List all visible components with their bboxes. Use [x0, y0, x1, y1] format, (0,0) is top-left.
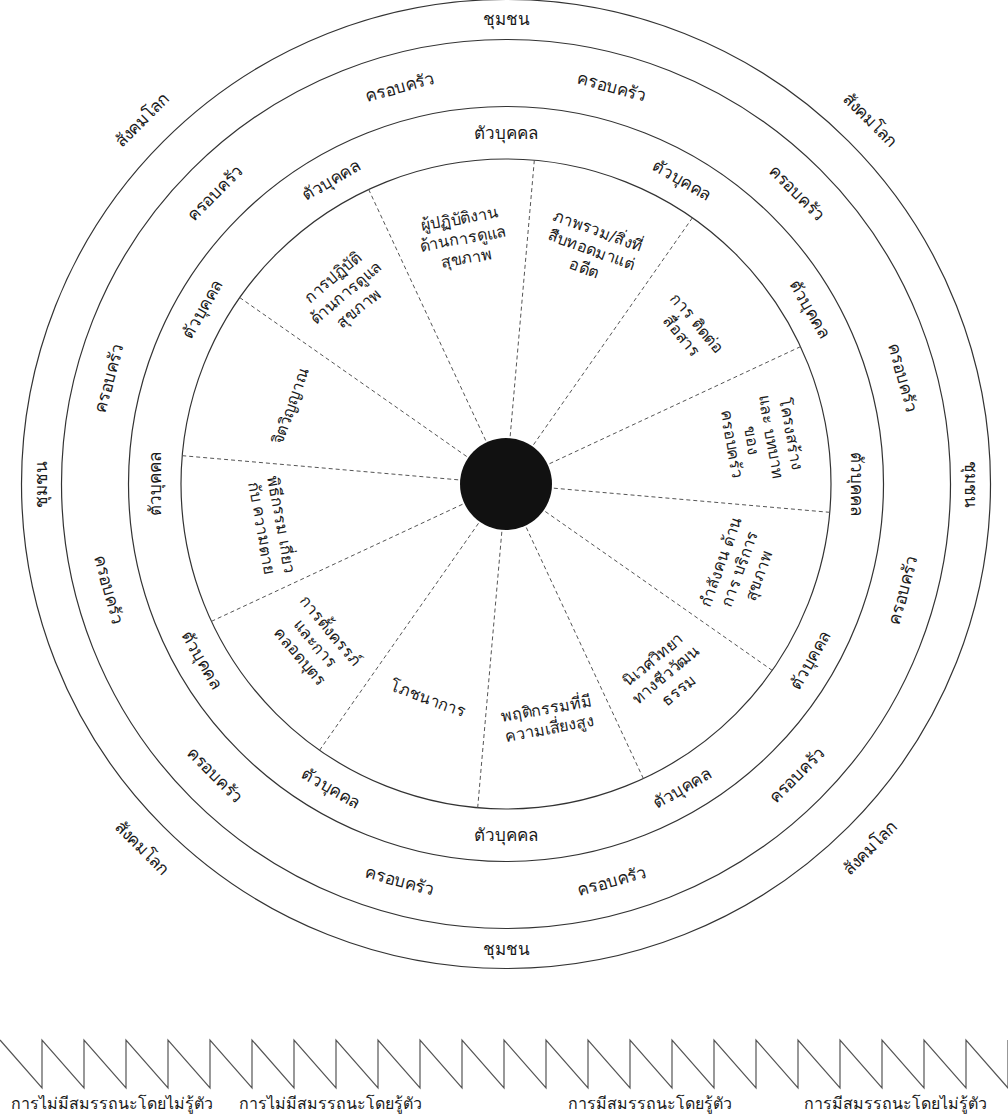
ring-circle [129, 107, 884, 862]
ring-label: ครอบครัว [183, 161, 248, 226]
competence-zigzag [0, 1040, 1008, 1088]
domain-sector: พฤติกรรมที่มี ความเสี่ยงสูง [492, 689, 602, 750]
society-label: สังคมโลก [110, 816, 173, 879]
sector-divider [510, 160, 534, 436]
domain-label: การตั้งครรภ์ และการ คลอดบุตร [260, 587, 370, 702]
ring-band: ครอบครัวครอบครัวครอบครัวครอบครัวครอบครัว… [61, 39, 951, 929]
domain-label: พิธีกรรม เกี่ยวกับ ความตาย [242, 473, 299, 578]
society-label: สังคมโลก [838, 88, 901, 151]
domain-label: การปฏิบัติ ด้านการดูแล สุขภาพ [288, 238, 403, 348]
ring-band: ชุมชนชุมชนชุมชนชุมชนครอบครัวครอบครัวครอบ… [21, 0, 991, 969]
society-label: สังคมโลก [110, 88, 173, 151]
domain-sector: ภาพรวม/สิ่งที่ สืบทอดมาแต่ อดีต [531, 202, 651, 298]
ring-label: ครอบครัว [764, 742, 829, 807]
ring-label: ชุมชน [483, 9, 530, 29]
ring-label: ครอบครัว [183, 742, 248, 807]
domain-label: โครงสร้างและ บทบาทของ ครอบครัว [713, 383, 809, 495]
ring-label: ครอบครัว [90, 341, 128, 415]
sector-divider [478, 532, 502, 808]
domain-label: ผู้ปฏิบัติงาน ด้านการดูแล สุขภาพ [408, 200, 517, 276]
ring-circle [62, 40, 951, 929]
ring-label: ครอบครัว [884, 553, 922, 627]
domain-label: กำลังคน ด้านการ บริการ สุขภาพ [695, 512, 786, 626]
domain-sector: การปฏิบัติ ด้านการดูแล สุขภาพ [285, 235, 406, 351]
ring-outline [61, 39, 951, 929]
competence-stage-label: การมีสมรรถนะโดยรู้ตัว [568, 1094, 732, 1113]
sector-divider [182, 456, 458, 480]
ring-label: ครอบครัว [575, 862, 649, 900]
ring-circle [22, 0, 991, 969]
domain-sector: การตั้งครรภ์ และการ คลอดบุตร [257, 584, 373, 705]
ring-label: ตัวบุคคล [145, 452, 165, 516]
ring-label: ชุมชน [961, 461, 981, 508]
ring-label: ครอบครัว [363, 862, 437, 900]
sector-divider [526, 528, 643, 779]
domain-label: การ ติดต่อสื่อสาร [642, 279, 737, 381]
domain-sector: ผู้ปฏิบัติงาน ด้านการดูแล สุขภาพ [406, 198, 520, 279]
domain-sector: โครงสร้างและ บทบาทของ ครอบครัว [711, 380, 812, 497]
domain-sector: พิธีกรรม เกี่ยวกับ ความตาย [240, 470, 301, 580]
domain-label: นิเวศวิทยา ทางชีววัฒน ธรรม [609, 620, 724, 730]
ring-label: ชุมชน [483, 939, 530, 959]
competence-stage-label: การมีสมรรถนะโดยไม่รู้ตัว [804, 1094, 987, 1113]
ring-label: ตัวบุคคล [474, 123, 538, 143]
domain-sector: การ ติดต่อสื่อสาร [639, 276, 740, 384]
ring-label: ตัวบุคคล [474, 825, 538, 845]
ring-label: ครอบครัว [764, 161, 829, 226]
ring-label: ตัวบุคคล [847, 452, 867, 516]
competence-stage-label: การไม่มีสมรรถนะโดยไม่รู้ตัว [11, 1094, 213, 1113]
sector-divider [554, 488, 830, 512]
ring-outline [128, 106, 884, 862]
domain-label: พฤติกรรมที่มี ความเสี่ยงสูง [495, 691, 600, 748]
inner-circle [181, 159, 831, 809]
ring-label: ครอบครัว [90, 553, 128, 627]
domain-label: จิตวิญญาณ [264, 355, 317, 456]
domain-sector: นิเวศวิทยา ทางชีววัฒน ธรรม [606, 617, 727, 733]
domain-sector: กำลังคน ด้านการ บริการ สุขภาพ [692, 509, 788, 629]
domain-label: ภาพรวม/สิ่งที่ สืบทอดมาแต่ อดีต [534, 205, 648, 296]
center-hub [460, 438, 552, 530]
competence-stage-label: การไม่มีสมรรถนะโดยรู้ตัว [239, 1094, 422, 1113]
ring-label: ครอบครัว [363, 68, 437, 106]
ring-label: ชุมชน [31, 461, 51, 508]
domain-sector: โภชนาการ [375, 670, 481, 728]
ring-band: ตัวบุคคลตัวบุคคลตัวบุคคลตัวบุคคลตัวบุคคล… [128, 106, 884, 862]
ring-outline [21, 0, 991, 969]
ring-label: ครอบครัว [575, 68, 649, 106]
ring-label: ครอบครัว [884, 341, 922, 415]
society-label: สังคมโลก [838, 816, 901, 879]
domain-sector: จิตวิญญาณ [262, 353, 320, 459]
domain-label: โภชนาการ [377, 673, 478, 726]
